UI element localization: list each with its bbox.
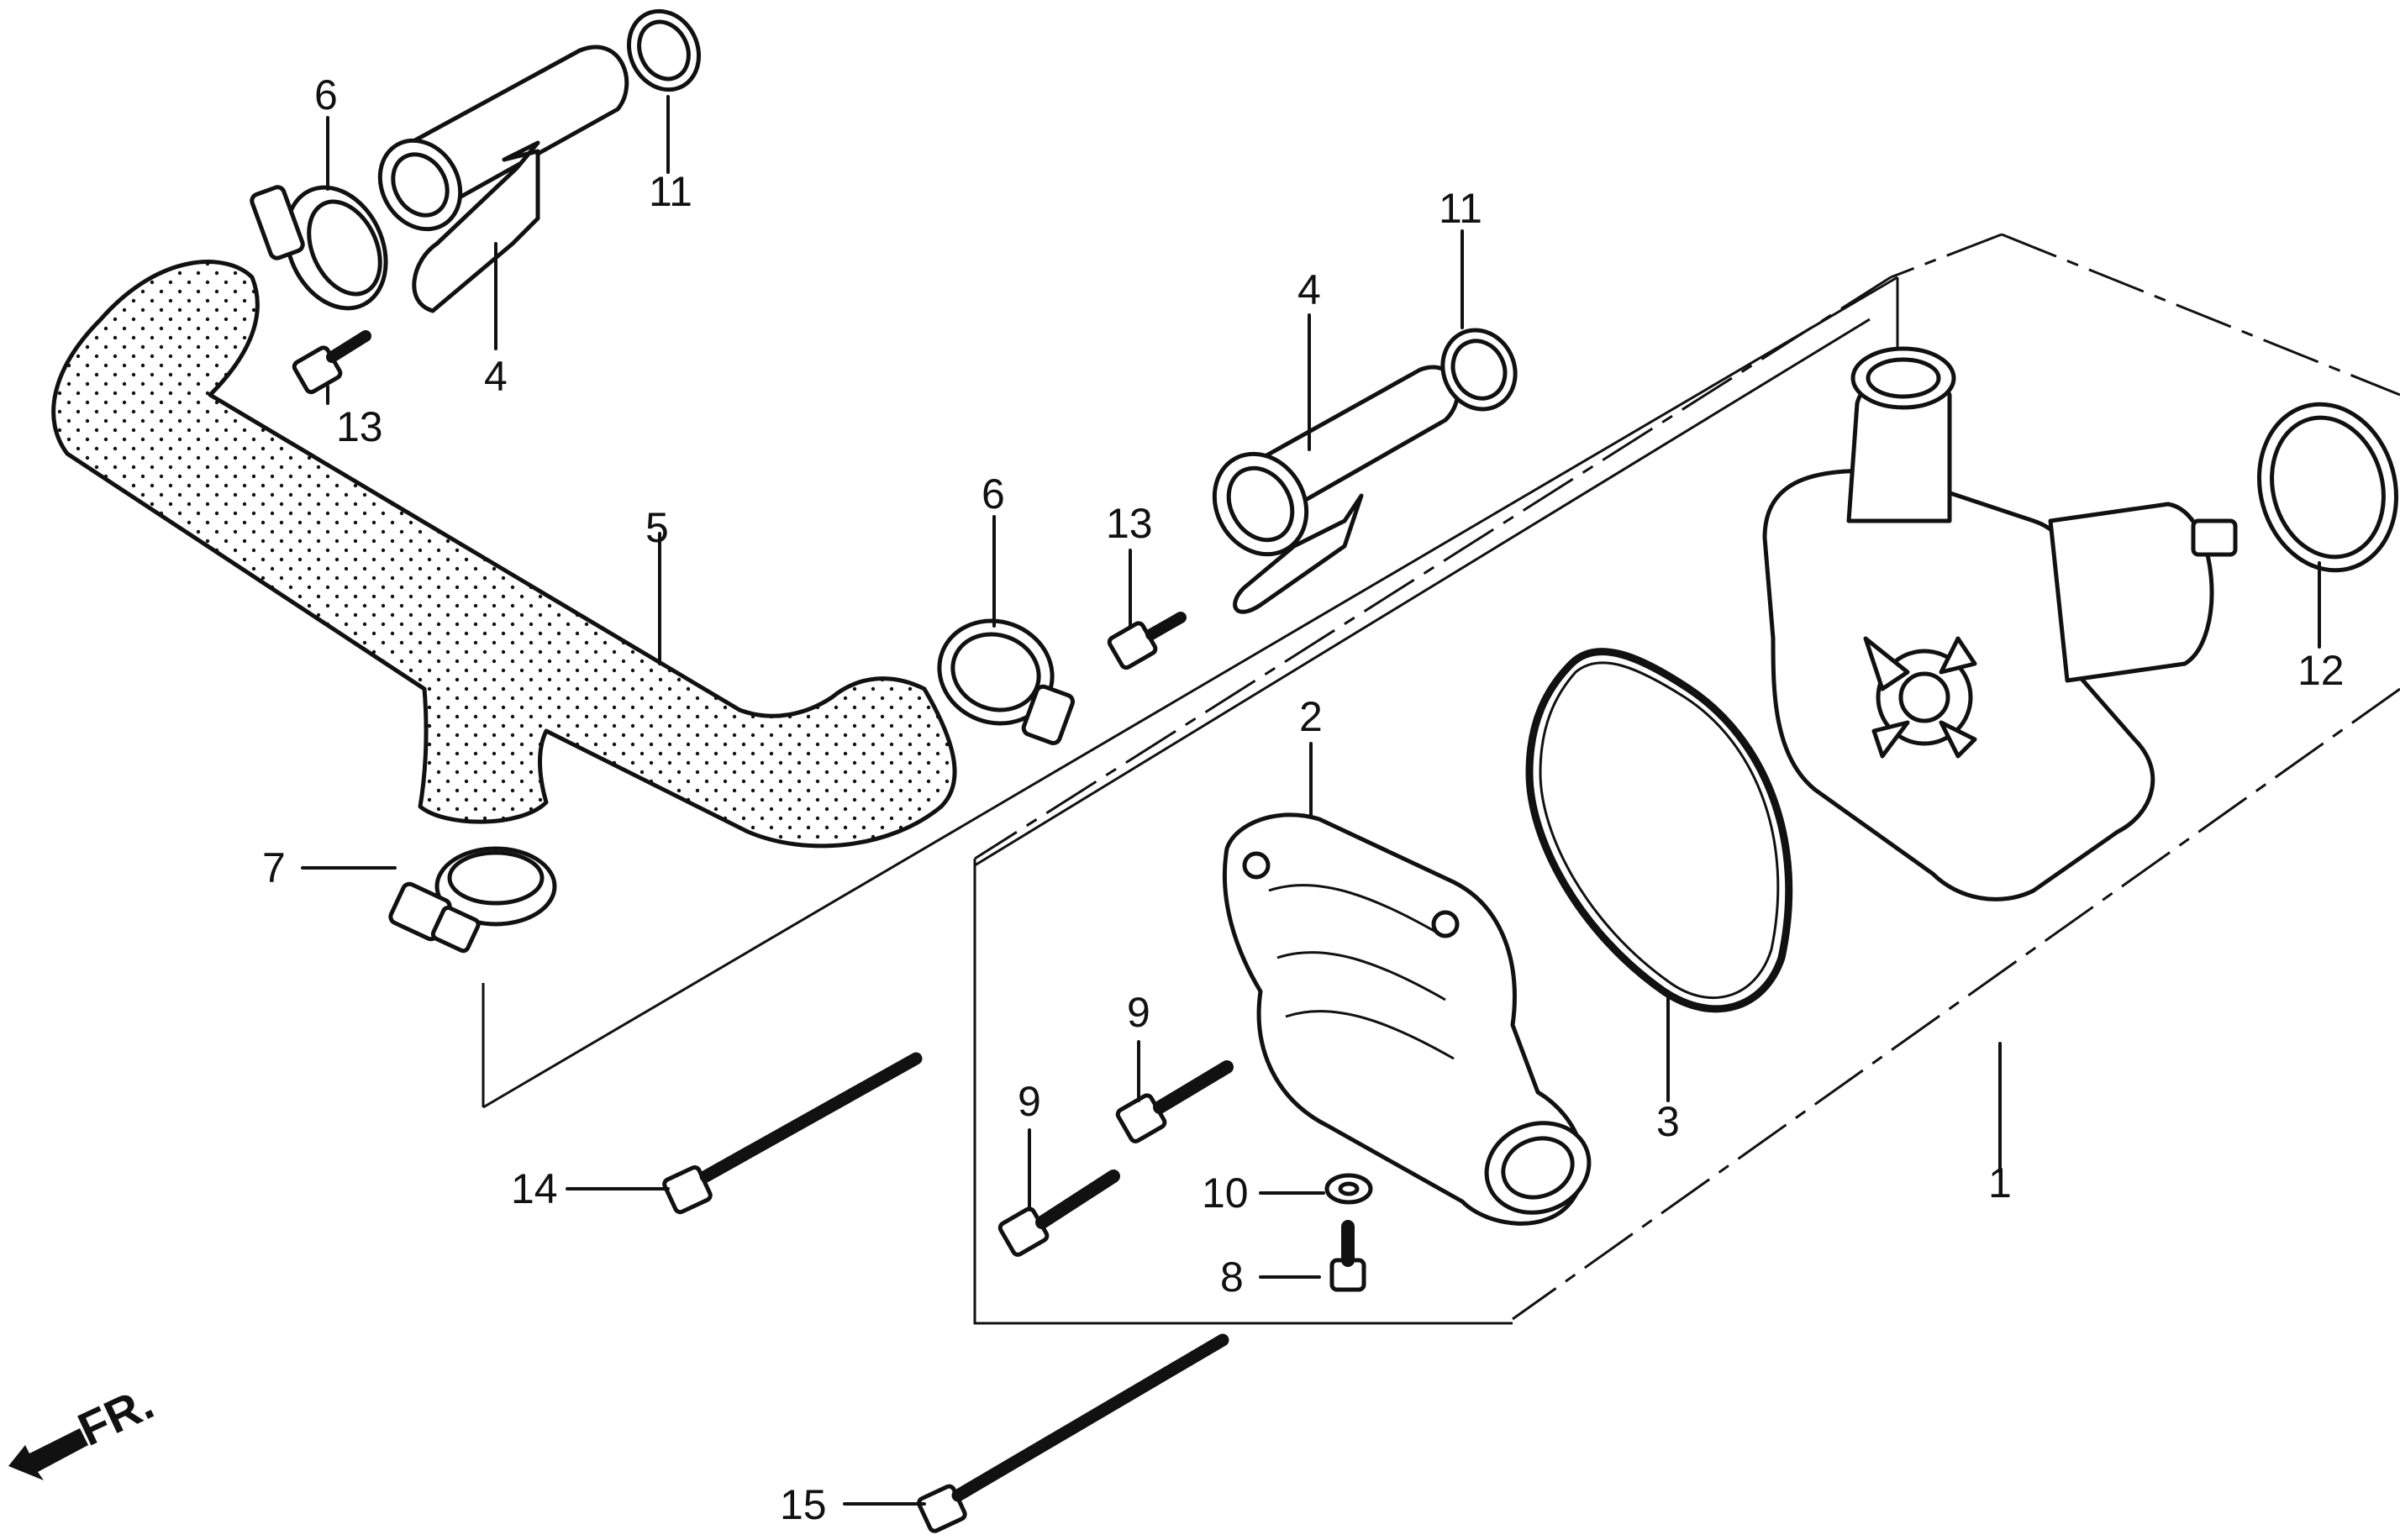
leader-lines <box>301 95 2321 1506</box>
long-bolt-14 <box>662 1052 923 1215</box>
front-direction-arrow-icon <box>8 1428 88 1480</box>
callout-13-upper: 13 <box>336 403 383 450</box>
hose-clamp-middle <box>937 618 1075 745</box>
bolt-9-lower <box>997 1169 1120 1257</box>
callout-15: 15 <box>780 1481 827 1528</box>
callout-6-middle: 6 <box>982 470 1005 518</box>
joint-pipe-upper <box>377 45 629 313</box>
callout-7: 7 <box>262 844 286 891</box>
o-ring-upper <box>626 8 702 92</box>
callout-9-lower: 9 <box>1018 1078 1041 1125</box>
callout-6-upper: 6 <box>314 71 338 118</box>
callout-4-middle: 4 <box>1297 266 1321 313</box>
callout-11-upper: 11 <box>649 168 692 215</box>
sealing-washer <box>1324 1173 1373 1205</box>
o-ring-pump <box>2257 402 2398 573</box>
joint-pipe-middle <box>1212 365 1460 614</box>
water-hose <box>51 260 957 849</box>
callout-8: 8 <box>1220 1254 1244 1301</box>
callout-13-middle: 13 <box>1106 500 1153 547</box>
callout-9-upper: 9 <box>1127 989 1150 1036</box>
callout-14: 14 <box>511 1165 558 1212</box>
long-bolt-15 <box>917 1333 1229 1533</box>
callout-12: 12 <box>2297 647 2345 694</box>
bolt-9-upper <box>1115 1060 1234 1143</box>
callout-5: 5 <box>645 504 669 551</box>
callout-11-middle: 11 <box>1439 185 1482 232</box>
hose-clamp-lower <box>388 846 557 954</box>
pump-cover-gasket <box>1525 648 1793 1013</box>
drain-bolt <box>1329 1220 1366 1292</box>
callout-4-upper: 4 <box>484 353 508 400</box>
assembly-outline <box>482 233 2400 1325</box>
water-pump <box>1762 346 2238 901</box>
callout-3: 3 <box>1656 1098 1680 1145</box>
callout-10: 10 <box>1202 1169 1249 1217</box>
water-pump-cover <box>1222 812 1592 1226</box>
bolt-middle <box>1107 612 1187 670</box>
hose-clamp-upper <box>250 185 388 311</box>
callout-2: 2 <box>1299 693 1323 740</box>
o-ring-middle <box>1440 328 1518 412</box>
bolt-upper <box>292 330 371 395</box>
callout-1: 1 <box>1988 1159 2012 1206</box>
